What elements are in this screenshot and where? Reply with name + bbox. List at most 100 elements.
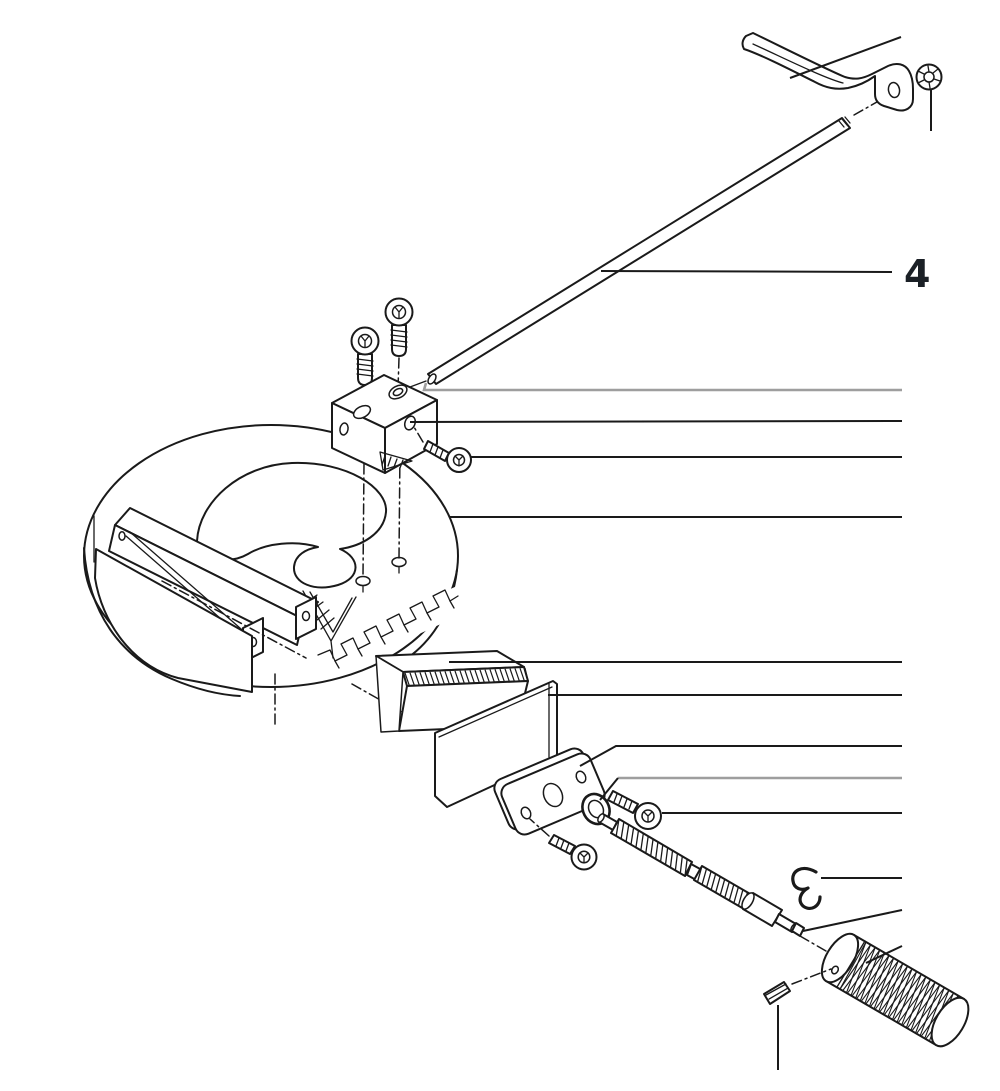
end-plate (493, 747, 606, 836)
cap-screw-side (413, 426, 472, 473)
hatch-line (855, 947, 876, 999)
hatch-line (519, 668, 526, 682)
hatch-line (845, 941, 867, 993)
hatch-line (839, 944, 872, 990)
hatch-line (419, 672, 426, 686)
cap-screw-bottom (529, 818, 598, 871)
cap-screw-upper-left (350, 326, 380, 410)
hatch-line (696, 865, 703, 883)
hatch-line (839, 941, 867, 990)
hatch-line (705, 871, 712, 888)
hatch-line (479, 669, 486, 684)
hatch-line (454, 670, 461, 685)
hatch-line (715, 876, 721, 893)
leader-link-rod-to-4 (600, 270, 893, 273)
hatch-line (509, 668, 516, 682)
retaining-push-nut (915, 63, 943, 91)
link-rod (401, 97, 885, 391)
leader-clamp-block (409, 420, 903, 423)
hatch-line (924, 987, 945, 1039)
hatch-line (615, 818, 620, 837)
hatch-line (620, 821, 625, 839)
hatch-line (659, 844, 664, 862)
hatch-line (856, 955, 890, 1000)
hatch-line (719, 879, 726, 896)
hatch-line (902, 982, 936, 1027)
hatch-line (409, 672, 416, 686)
hatch-line (851, 952, 885, 997)
hatch-line (444, 671, 451, 685)
hatch-line (728, 884, 735, 901)
hatch-line (655, 841, 659, 860)
hatch-line (873, 958, 895, 1010)
e-clip (791, 867, 822, 910)
hatch-line (404, 672, 411, 687)
hatch-line (684, 859, 688, 877)
hatch-line (901, 974, 922, 1026)
hatch-line (733, 886, 739, 904)
hatch-line (896, 971, 918, 1023)
hatch-line (919, 985, 941, 1037)
hatch-line (882, 963, 904, 1015)
hatch-line (664, 847, 669, 865)
hatch-line (850, 944, 872, 996)
hatch-line (864, 952, 885, 1004)
hatch-line (905, 976, 927, 1029)
leader-handle-lever (789, 36, 902, 79)
hatch-line (640, 833, 644, 851)
hatch-line (424, 671, 431, 686)
hatch-line (645, 836, 649, 854)
hatch-line (489, 669, 496, 683)
hatch-line (449, 670, 456, 685)
leader-handle-grip (865, 945, 903, 964)
hatch-line (494, 669, 501, 683)
hatch-line (514, 668, 521, 682)
hatch-line (504, 668, 511, 682)
hatch-line (679, 856, 683, 874)
hatch-line (484, 669, 491, 683)
hatch-line (891, 968, 913, 1020)
leader-lines (409, 36, 932, 1070)
cap-screw-front (607, 790, 662, 830)
hatch-line (674, 853, 679, 871)
hatch-line (883, 971, 918, 1016)
hatch-line (888, 974, 922, 1018)
hatch-line (868, 955, 890, 1007)
hatch-line (469, 670, 476, 684)
hatch-line (429, 671, 436, 686)
hatch-line (724, 881, 730, 899)
knurl-hatch-a (845, 941, 959, 1044)
part-label-4: 4 (904, 252, 930, 296)
leader-rod-tip (422, 382, 902, 392)
jaw-plate-upper (375, 650, 529, 743)
hatch-line (897, 979, 931, 1024)
handle-lever (741, 32, 914, 112)
hatch-line (878, 960, 899, 1012)
hatch-line (459, 670, 466, 684)
hatch-line (524, 667, 529, 682)
hatch-line (635, 830, 640, 848)
hatch-line (865, 960, 899, 1005)
hatch-line (630, 827, 635, 845)
clamp-block (331, 374, 438, 474)
knurled-handle (820, 932, 970, 1048)
hatch-line (434, 671, 441, 685)
leader-screw-tip (802, 909, 903, 932)
hatch-line (874, 965, 908, 1010)
leader-end-plate (579, 745, 902, 767)
grooved-pin (763, 968, 832, 1005)
hatch-line (701, 868, 708, 885)
hatch-line (887, 966, 908, 1018)
hatch-line (906, 984, 941, 1029)
hatch-line (737, 889, 744, 906)
hatch-line (911, 987, 945, 1032)
hatch-line (846, 949, 881, 994)
hatch-line (879, 968, 913, 1013)
hatch-line (650, 838, 654, 857)
hatch-line (860, 957, 895, 1002)
hatch-line (915, 990, 950, 1035)
cap-screw-upper-right (384, 297, 414, 390)
hatch-line (914, 982, 936, 1034)
thread-hatch-1 (615, 818, 693, 877)
